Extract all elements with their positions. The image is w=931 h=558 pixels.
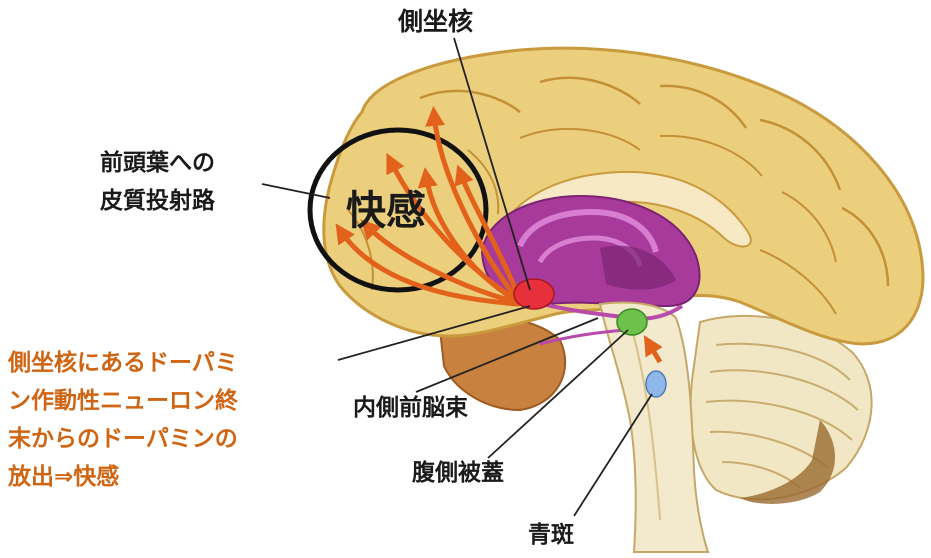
dopamine-release-line-4: 放出⇒快感 [8,464,120,490]
leader-lines [261,37,653,517]
dopamine-release-line-2: ン作動性ニューロン終 [8,388,238,414]
cortical-projection-line-1: 前頭葉への [100,150,215,176]
brainstem [598,301,710,553]
vta-arrow [643,335,663,364]
dopamine-release-line-3: 末からのドーパミンの [8,426,238,452]
ventral-tegmental-area [616,308,648,336]
ventral-tegmental-area-label: 腹側被蓋 [412,460,504,486]
dopamine-release-label: 側坐核にあるドーパミ ン作動性ニューロン終 末からのドーパミンの 放出⇒快感 [8,344,238,496]
locus-coeruleus [645,370,667,398]
nucleus-accumbens-label: 側坐核 [398,7,474,36]
nucleus-accumbens [513,278,555,310]
dopamine-release-line-1: 側坐核にあるドーパミ [8,350,238,376]
pleasure-circle [307,127,489,293]
cortical-projection-label: 前頭葉への 皮質投射路 [100,144,215,220]
cortical-projection-line-2: 皮質投射路 [100,188,215,214]
medial-forebrain-bundle-label: 内側前脳束 [353,395,468,421]
cortical-projection-arrows [335,106,523,307]
locus-coeruleus-label: 青斑 [528,522,574,548]
pleasure-label: 快感 [346,188,426,234]
cerebellum [689,314,873,504]
